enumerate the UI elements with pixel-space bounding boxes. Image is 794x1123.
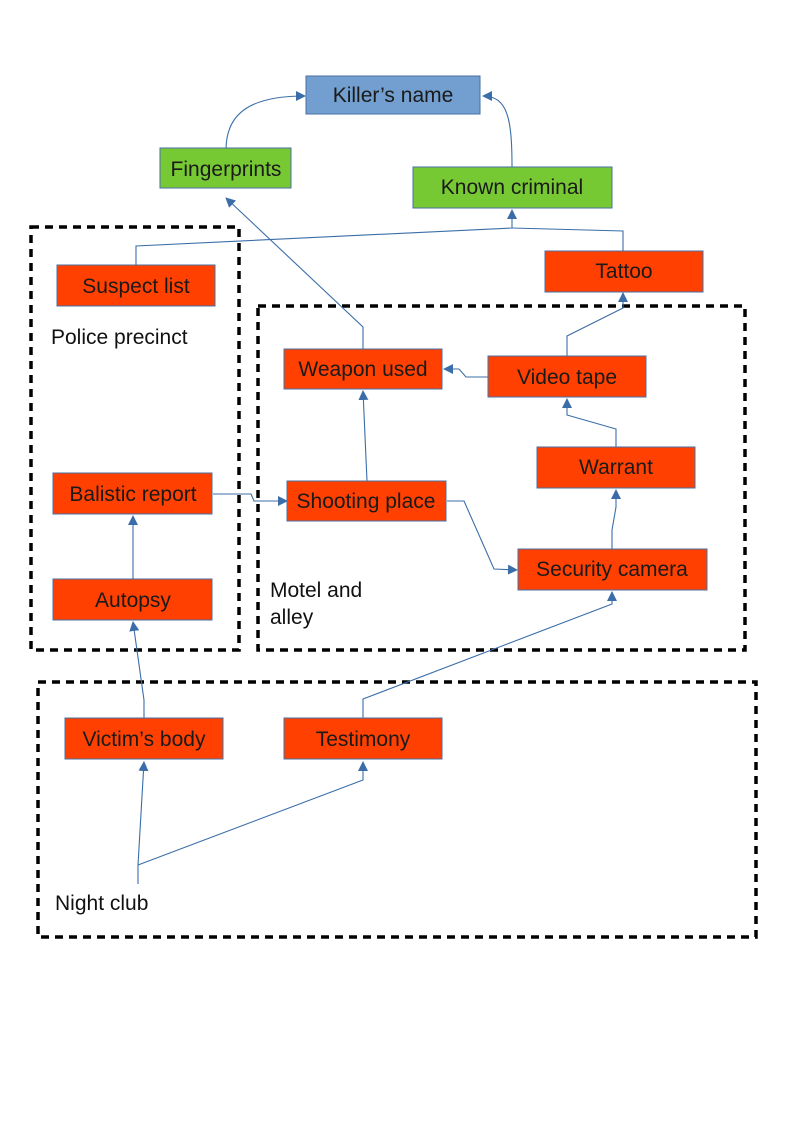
node-fingerprints: Fingerprints [159,147,292,189]
node-label-killers-name: Killer’s name [333,84,454,107]
node-label-shooting-place: Shooting place [297,490,436,513]
edge-video-tape-to-tattoo [566,292,628,356]
node-warrant: Warrant [536,446,696,489]
edges [128,91,628,884]
edge-security-camera-to-warrant [611,489,621,549]
node-known-criminal: Known criminal [412,166,613,209]
region-label-motel-line-1: Motel and [270,579,362,602]
edge-night-club-to-victims-body [137,761,149,884]
edge-night-club-to-testimony [137,761,368,866]
edge-shooting-place-to-security-camera [447,500,518,575]
region-police-precinct: Police precinct [29,225,241,652]
edge-weapon-used-to-fingerprints [225,197,364,349]
edge-tattoo-to-known-criminal [511,227,624,251]
node-label-victims-body: Victim’s body [83,728,206,751]
region-label-police-precinct: Police precinct [51,326,188,349]
edge-video-tape-to-weapon-used [443,364,489,378]
node-label-testimony: Testimony [316,728,411,751]
node-label-weapon-used: Weapon used [298,358,427,381]
edge-suspect-list-to-known-criminal [135,209,517,265]
edge-victims-body-to-autopsy [129,621,145,718]
node-label-autopsy: Autopsy [95,589,171,612]
node-video-tape: Video tape [487,355,647,398]
edge-known-criminal-to-killers-name [482,91,513,168]
node-label-known-criminal: Known criminal [441,176,583,199]
node-suspect-list: Suspect list [56,264,216,307]
edge-fingerprints-to-killers-name [225,91,306,151]
region-night-club: Night club [36,680,758,939]
edge-testimony-to-security-camera [362,591,617,718]
region-label-night-club: Night club [55,892,148,915]
node-label-suspect-list: Suspect list [82,275,190,298]
region-motel-and-alley: Motel and alley [256,304,747,652]
edge-shooting-place-to-weapon-used [358,390,369,482]
node-weapon-used: Weapon used [283,348,443,390]
node-testimony: Testimony [283,717,443,760]
node-security-camera: Security camera [517,548,708,591]
node-tattoo: Tattoo [544,250,704,293]
node-label-balistic-report: Balistic report [69,483,196,506]
node-shooting-place: Shooting place [286,480,447,522]
node-autopsy: Autopsy [52,578,213,621]
node-victims-body: Victim’s body [64,717,224,760]
edge-warrant-to-video-tape [562,398,617,447]
edge-balistic-report-to-shooting-place [213,493,288,506]
node-balistic-report: Balistic report [52,472,213,515]
node-label-warrant: Warrant [579,456,653,479]
node-label-tattoo: Tattoo [595,260,652,283]
region-label-motel-line-2: alley [270,606,314,629]
node-label-video-tape: Video tape [517,366,617,389]
node-label-security-camera: Security camera [536,558,688,581]
node-killers-name: Killer’s name [305,75,481,115]
node-label-fingerprints: Fingerprints [171,158,282,181]
